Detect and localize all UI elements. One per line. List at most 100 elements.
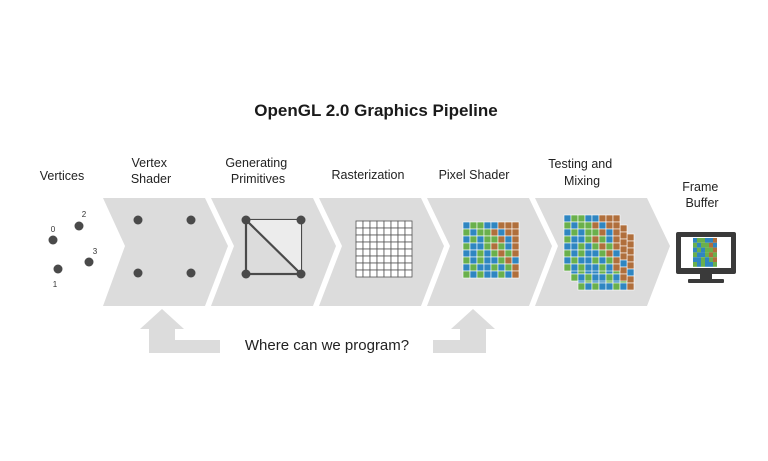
grid-cell (705, 238, 709, 243)
grid-cell (490, 263, 499, 272)
grid-cell (462, 249, 471, 258)
grid-cell (612, 228, 621, 237)
vertex-point (186, 268, 196, 278)
grid-cell (362, 220, 371, 229)
grid-cell (709, 262, 713, 267)
grid-cell (476, 249, 485, 258)
grid-cell (584, 214, 593, 223)
grid-cell (376, 262, 385, 271)
grid-cell (476, 221, 485, 230)
grid-cell (577, 256, 586, 265)
page-title: OpenGL 2.0 Graphics Pipeline (254, 101, 497, 120)
grid-cell (570, 273, 579, 282)
grid-cell (376, 234, 385, 243)
grid-cell (497, 221, 506, 230)
grid-cell (605, 228, 614, 237)
grid-cell (705, 257, 709, 262)
grid-cell (577, 282, 586, 291)
grid-cell (626, 282, 635, 291)
grid-cell (383, 241, 392, 250)
grid-cell (469, 249, 478, 258)
grid-cell (626, 268, 635, 277)
grid-cell (591, 282, 600, 291)
grid-cell (713, 257, 717, 262)
vertex-point (133, 215, 143, 225)
grid-cell (376, 220, 385, 229)
vertex-index: 0 (51, 225, 56, 234)
grid-cell (362, 234, 371, 243)
grid-cell (369, 269, 378, 278)
grid-cell (497, 249, 506, 258)
vertex-point (74, 221, 84, 231)
vertex-point (186, 215, 196, 225)
grid-cell (483, 263, 492, 272)
grid-cell (511, 256, 520, 265)
grid-cell (693, 247, 697, 253)
grid-cell (619, 282, 628, 291)
grid-cell (511, 228, 520, 237)
grid-cell (705, 242, 709, 248)
grid-cell (713, 242, 717, 248)
grid-cell (462, 221, 471, 230)
grid-cell (397, 227, 406, 236)
pixel-shader-grid-icon (462, 221, 520, 279)
grid-cell (404, 262, 413, 271)
grid-cell (591, 256, 600, 265)
grid-cell (612, 249, 621, 258)
grid-cell (577, 242, 586, 251)
grid-cell (605, 273, 614, 282)
grid-cell (383, 248, 392, 257)
grid-cell (355, 262, 364, 271)
program-question: Where can we program? (245, 337, 409, 354)
grid-cell (570, 256, 579, 265)
grid-cell (390, 255, 399, 264)
grid-cell (577, 263, 586, 272)
grid-cell (563, 242, 572, 251)
grid-cell (404, 220, 413, 229)
grid-cell (397, 255, 406, 264)
grid-cell (591, 235, 600, 244)
grid-cell (697, 238, 701, 243)
grid-cell (591, 242, 600, 251)
grid-cell (713, 247, 717, 253)
grid-cell (563, 235, 572, 244)
grid-cell (383, 234, 392, 243)
grid-cell (490, 256, 499, 265)
grid-cell (476, 235, 485, 244)
grid-cell (362, 262, 371, 271)
grid-cell (504, 228, 513, 237)
grid-cell (693, 262, 697, 267)
grid-cell (626, 247, 635, 256)
grid-cell (612, 263, 621, 272)
grid-cell (705, 252, 709, 258)
grid-cell (376, 269, 385, 278)
grid-cell (619, 224, 628, 233)
grid-cell (462, 242, 471, 251)
grid-cell (469, 228, 478, 237)
vertex-index: 2 (82, 210, 87, 219)
grid-cell (701, 257, 705, 262)
grid-cell (362, 248, 371, 257)
grid-cell (476, 270, 485, 279)
grid-cell (705, 247, 709, 253)
grid-cell (598, 263, 607, 272)
grid-cell (511, 242, 520, 251)
grid-cell (619, 252, 628, 261)
grid-cell (390, 227, 399, 236)
grid-cell (598, 256, 607, 265)
grid-cell (390, 248, 399, 257)
grid-cell (376, 227, 385, 236)
grid-cell (390, 234, 399, 243)
grid-cell (483, 242, 492, 251)
grid-cell (397, 248, 406, 257)
grid-cell (504, 263, 513, 272)
grid-cell (591, 249, 600, 258)
grid-cell (701, 247, 705, 253)
grid-cell (598, 249, 607, 258)
grid-cell (383, 262, 392, 271)
grid-cell (490, 228, 499, 237)
grid-cell (563, 214, 572, 223)
grid-cell (497, 242, 506, 251)
grid-cell (570, 214, 579, 223)
grid-cell (570, 235, 579, 244)
